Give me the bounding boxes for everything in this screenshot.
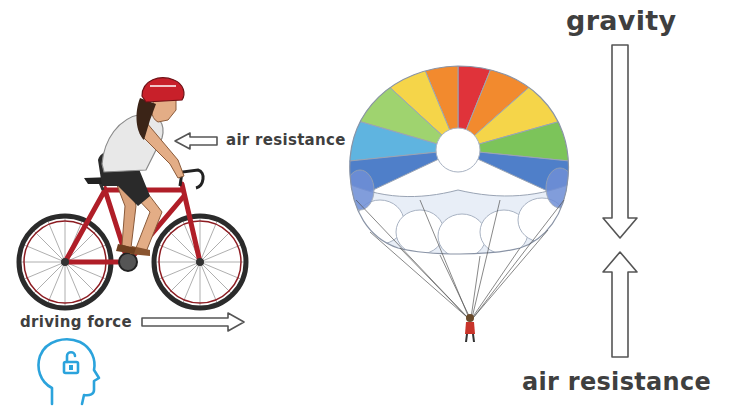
driving-force-arrow — [142, 313, 244, 331]
force-arrows — [142, 45, 637, 357]
head-icon — [39, 339, 100, 404]
air-resistance-arrow — [175, 133, 217, 149]
gravity-arrow — [603, 45, 637, 238]
force-label: air resistance — [522, 369, 711, 395]
force-label: air resistance — [226, 132, 346, 149]
cyclist — [98, 78, 184, 256]
air-resistance-arrow — [603, 252, 637, 357]
force-label: driving force — [20, 314, 132, 331]
force-label: gravity — [566, 6, 676, 36]
lock-keyhole — [69, 365, 73, 370]
parachute — [310, 30, 610, 342]
